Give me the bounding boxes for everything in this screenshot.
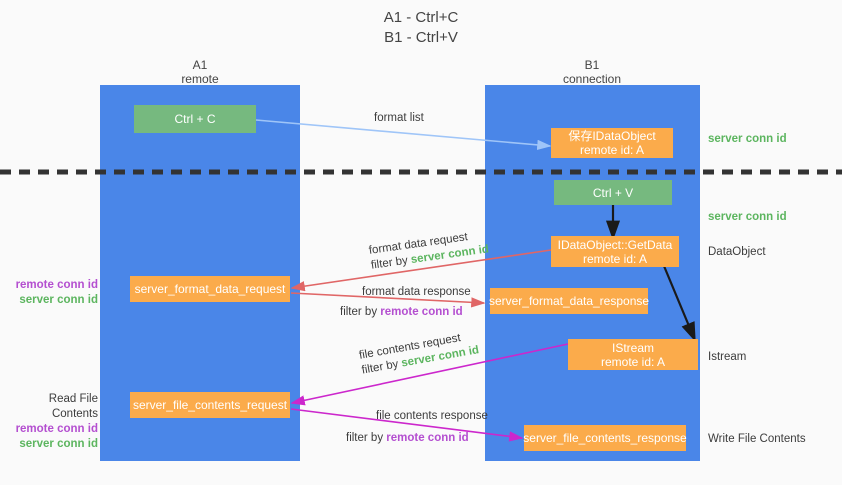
edge-label-format-data-response: format data response filter by remote co… [340, 285, 471, 320]
right-label-write-file-contents: Write File Contents [708, 433, 806, 445]
filter-value-remote-conn-id: remote conn id [386, 432, 469, 444]
left-label-server-conn-id-1: server conn id [19, 294, 98, 306]
left-label-read-file-contents: Read File Contents [48, 393, 98, 420]
node-getdata-label: IDataObject::GetData [557, 237, 673, 252]
column-header-a1: A1 remote [120, 58, 280, 86]
left-label-group-1: remote conn id server conn id [8, 278, 98, 308]
title-line-1: A1 - Ctrl+C [383, 9, 459, 26]
right-label-server-conn-id-2: server conn id [708, 211, 787, 223]
left-label-group-2: Read File Contents remote conn id server… [0, 392, 98, 452]
diagram-title: A1 - Ctrl+C B1 - Ctrl+V [0, 8, 842, 48]
filter-prefix: filter by [370, 254, 412, 272]
edge-label-file-contents-response-text: file contents response [376, 410, 488, 422]
filter-prefix: filter by [340, 306, 381, 318]
node-ctrl-c-label: Ctrl + C [174, 112, 216, 126]
column-b1-name: B1 [584, 58, 600, 72]
edge-label-format-data-response-filter: filter by remote conn id [340, 305, 471, 320]
edge-label-format-list: format list [374, 112, 424, 124]
node-server-file-contents-request[interactable]: server_file_contents_request [130, 392, 290, 418]
node-server-file-contents-request-label: server_file_contents_request [132, 398, 288, 412]
edge-label-format-data-request: format data request filter by server con… [368, 227, 490, 273]
node-server-format-data-response[interactable]: server_format_data_response [488, 288, 650, 314]
filter-prefix: filter by [346, 432, 387, 444]
node-server-file-contents-response[interactable]: server_file_contents_response [523, 425, 687, 451]
node-server-format-data-response-label: server_format_data_response [488, 294, 650, 308]
node-save-idataobject[interactable]: 保存IDataObject remote id: A [551, 128, 673, 158]
edge-label-file-contents-response: file contents response filter by remote … [346, 409, 488, 446]
node-getdata[interactable]: IDataObject::GetData remote id: A [551, 236, 679, 267]
node-server-file-contents-response-label: server_file_contents_response [523, 431, 687, 445]
column-a1-sub: remote [181, 72, 219, 86]
edge-label-format-data-response-text: format data response [362, 286, 471, 298]
right-label-istream: Istream [708, 351, 747, 363]
edge-label-file-contents-response-filter: filter by remote conn id [346, 431, 488, 446]
node-ctrl-c[interactable]: Ctrl + C [134, 105, 256, 133]
filter-value-remote-conn-id: remote conn id [380, 306, 463, 318]
left-label-server-conn-id-2: server conn id [19, 438, 98, 450]
left-label-remote-conn-id-1: remote conn id [15, 279, 98, 291]
node-getdata-sub: remote id: A [582, 251, 648, 266]
column-header-b1: B1 connection [512, 58, 672, 86]
title-line-2: B1 - Ctrl+V [384, 29, 458, 46]
node-save-idataobject-sub: remote id: A [579, 143, 645, 157]
node-server-format-data-request-label: server_format_data_request [134, 282, 286, 296]
right-label-server-conn-id-1: server conn id [708, 133, 787, 145]
node-ctrl-v[interactable]: Ctrl + V [554, 180, 672, 205]
right-label-dataobject: DataObject [708, 246, 766, 258]
node-save-idataobject-label: 保存IDataObject [568, 129, 656, 143]
column-b1-sub: connection [562, 72, 622, 86]
node-ctrl-v-label: Ctrl + V [592, 185, 634, 200]
edge-label-file-contents-request: file contents request filter by server c… [358, 328, 480, 378]
node-istream-sub: remote id: A [600, 354, 666, 369]
left-label-remote-conn-id-2: remote conn id [15, 423, 98, 435]
node-istream[interactable]: IStream remote id: A [568, 339, 698, 370]
node-server-format-data-request[interactable]: server_format_data_request [130, 276, 290, 302]
column-a1-name: A1 [192, 58, 208, 72]
node-istream-label: IStream [611, 340, 654, 355]
